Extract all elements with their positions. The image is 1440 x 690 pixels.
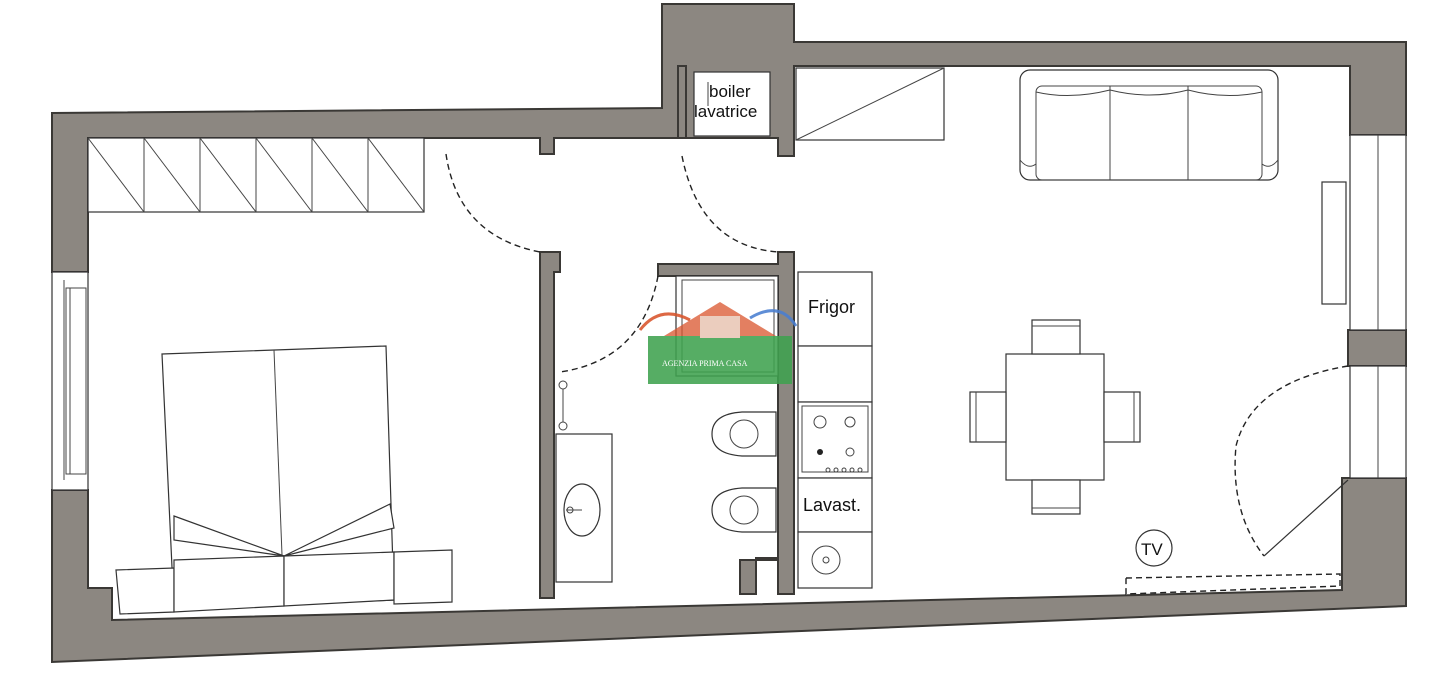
dining-table bbox=[969, 319, 1141, 515]
wall-bedroom-bath bbox=[539, 251, 561, 599]
boiler-box bbox=[693, 71, 771, 137]
door-bathroom bbox=[559, 275, 659, 373]
radiator-east bbox=[1321, 181, 1347, 305]
lavatrice-label: lavatrice bbox=[694, 102, 757, 121]
counter-unit bbox=[797, 345, 873, 403]
wall-bath-living bbox=[657, 251, 795, 595]
tv-cabinet bbox=[1125, 573, 1341, 595]
dishwasher-label: Lavast. bbox=[803, 495, 861, 515]
bidet bbox=[711, 411, 777, 457]
wall-bedroom-west-lower bbox=[51, 477, 1407, 664]
door-balcony-leaf bbox=[1263, 479, 1349, 557]
chair-south bbox=[1031, 479, 1081, 515]
cooktop bbox=[797, 401, 873, 479]
bedroom bbox=[87, 137, 453, 615]
watermark-agency-text: AGENZIA PRIMA CASA bbox=[662, 359, 748, 368]
fridge-label: Frigor bbox=[808, 297, 855, 317]
boiler-label: boiler bbox=[709, 82, 751, 101]
kitchen: Frigor Lavast. bbox=[797, 271, 873, 589]
chair-west bbox=[969, 391, 1007, 443]
tv-symbol bbox=[1135, 529, 1173, 567]
door-bedroom bbox=[445, 153, 541, 253]
fridge-unit bbox=[797, 271, 873, 347]
door-living bbox=[681, 155, 779, 253]
living-room: TV bbox=[969, 69, 1279, 567]
agency-logo-watermark: AGENZIA PRIMA CASA bbox=[638, 302, 798, 384]
doors bbox=[445, 153, 1349, 557]
double-bed bbox=[115, 345, 453, 615]
sofa bbox=[1019, 69, 1279, 181]
chair-north bbox=[1031, 319, 1081, 355]
chair-east bbox=[1103, 391, 1141, 443]
windows bbox=[51, 134, 1407, 595]
walls bbox=[51, 3, 1407, 664]
wall-boiler-closet bbox=[677, 65, 687, 139]
tv-label: TV bbox=[1141, 540, 1163, 559]
dishwasher-unit bbox=[797, 477, 873, 533]
boiler-closet: boiler lavatrice bbox=[693, 71, 771, 137]
door-balcony-arc bbox=[1234, 365, 1349, 557]
toilet bbox=[711, 487, 777, 533]
kitchen-sink bbox=[797, 531, 873, 589]
wall-east-pier bbox=[1347, 329, 1407, 367]
